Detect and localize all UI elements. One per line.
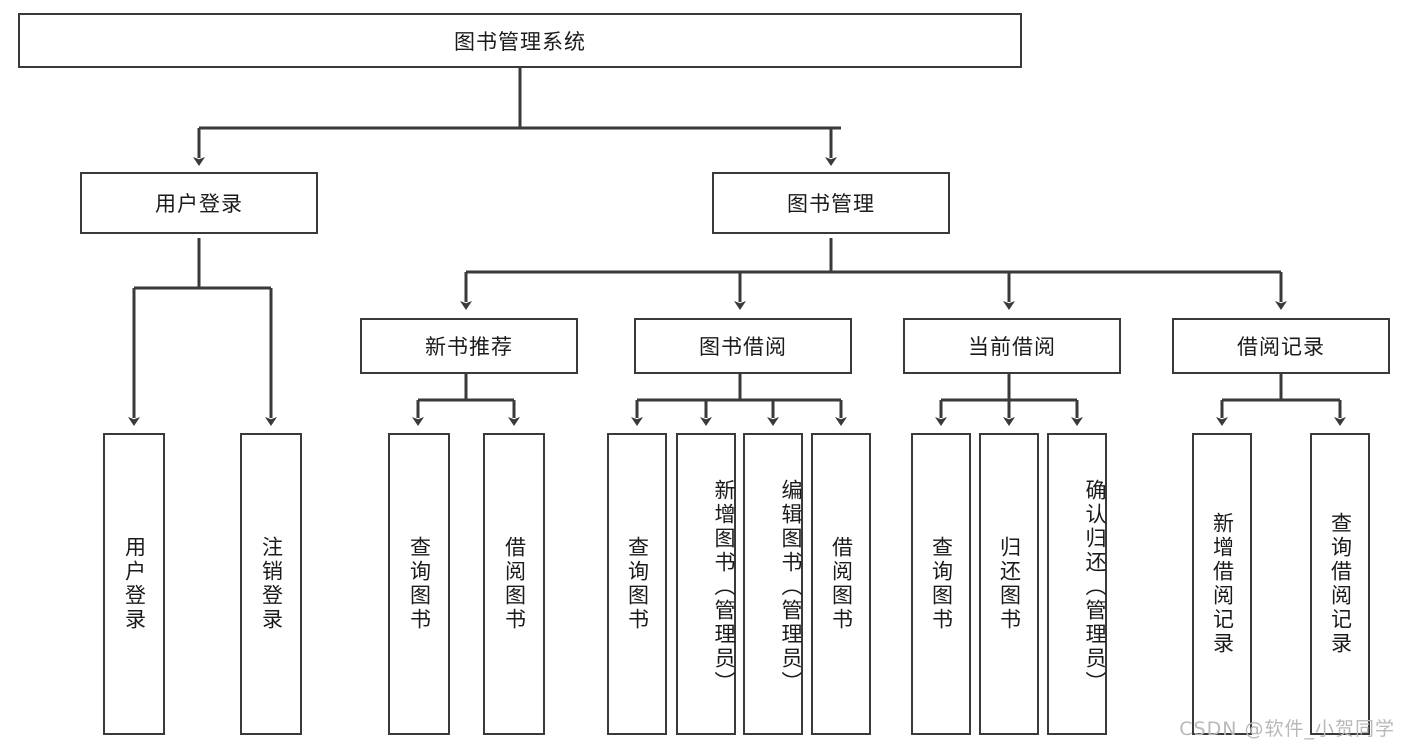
leaf-add-book-admin[interactable]: 新增图书（管理员）: [676, 433, 736, 735]
node-user-login[interactable]: 用户登录: [80, 172, 318, 234]
leaf-logout-label: 注销登录: [259, 536, 284, 632]
node-current-borrow-label: 当前借阅: [968, 335, 1056, 359]
leaf-query-borrow-record-label: 查询借阅记录: [1328, 512, 1353, 656]
leaf-user-login-label: 用户登录: [122, 536, 147, 632]
node-user-login-label: 用户登录: [155, 192, 243, 216]
leaf-query-borrow-record[interactable]: 查询借阅记录: [1310, 433, 1370, 735]
leaf-query-book-borrow[interactable]: 查询图书: [607, 433, 667, 735]
leaf-edit-book-admin[interactable]: 编辑图书（管理员）: [743, 433, 803, 735]
leaf-query-book-borrow-label: 查询图书: [625, 536, 650, 632]
node-book-borrow-label: 图书借阅: [699, 335, 787, 359]
node-new-book-recommend[interactable]: 新书推荐: [360, 318, 578, 374]
leaf-query-book-rec-label: 查询图书: [407, 536, 432, 632]
leaf-query-book-current[interactable]: 查询图书: [911, 433, 971, 735]
node-new-book-recommend-label: 新书推荐: [425, 335, 513, 359]
node-current-borrow[interactable]: 当前借阅: [903, 318, 1121, 374]
leaf-add-book-admin-label: 新增图书（管理员）: [712, 479, 736, 695]
leaf-return-book-label: 归还图书: [997, 536, 1022, 632]
leaf-user-login[interactable]: 用户登录: [103, 433, 165, 735]
leaf-return-book[interactable]: 归还图书: [979, 433, 1039, 735]
node-borrow-record-label: 借阅记录: [1237, 335, 1325, 359]
leaf-query-book-current-label: 查询图书: [929, 536, 954, 632]
leaf-borrow-book-borrow[interactable]: 借阅图书: [811, 433, 871, 735]
leaf-borrow-book-rec-label: 借阅图书: [502, 536, 527, 632]
leaf-edit-book-admin-label: 编辑图书（管理员）: [779, 479, 803, 695]
leaf-add-borrow-record-label: 新增借阅记录: [1210, 512, 1235, 656]
leaf-confirm-return-admin-label: 确认归还（管理员）: [1083, 479, 1107, 695]
node-book-management-label: 图书管理: [787, 192, 875, 216]
leaf-confirm-return-admin[interactable]: 确认归还（管理员）: [1047, 433, 1107, 735]
leaf-add-borrow-record[interactable]: 新增借阅记录: [1192, 433, 1252, 735]
node-borrow-record[interactable]: 借阅记录: [1172, 318, 1390, 374]
leaf-borrow-book-rec[interactable]: 借阅图书: [483, 433, 545, 735]
node-book-borrow[interactable]: 图书借阅: [634, 318, 852, 374]
leaf-borrow-book-borrow-label: 借阅图书: [829, 536, 854, 632]
node-root-label: 图书管理系统: [454, 29, 586, 54]
node-book-management[interactable]: 图书管理: [712, 172, 950, 234]
leaf-logout[interactable]: 注销登录: [240, 433, 302, 735]
leaf-query-book-rec[interactable]: 查询图书: [388, 433, 450, 735]
node-root[interactable]: 图书管理系统: [18, 13, 1022, 68]
